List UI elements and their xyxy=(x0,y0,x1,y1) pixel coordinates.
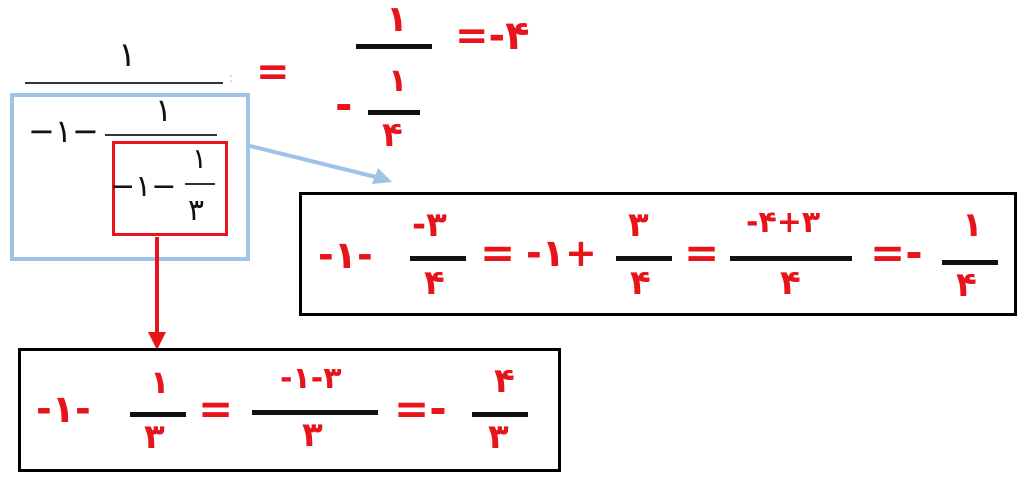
step2-f2-bar xyxy=(252,410,378,415)
step1-f2-bar xyxy=(616,256,672,261)
step1-f4-num: ١ xyxy=(962,205,983,245)
cf-innermost-fraction-bar xyxy=(185,183,215,185)
step2-f3-den: ٣ xyxy=(488,417,509,457)
step1-f4-den: ۴ xyxy=(956,265,977,305)
step1-box xyxy=(299,192,1017,316)
step2-f1-bar xyxy=(130,412,186,417)
step1-f1-num: -٣ xyxy=(412,205,447,245)
step1-f3-den: ۴ xyxy=(780,263,801,303)
cf-main-fraction-bar xyxy=(25,82,223,84)
step1-f3-num: -۴+٣ xyxy=(746,205,821,240)
result-sub-bar xyxy=(368,110,420,115)
step2-f2-num: -٣-١ xyxy=(280,361,342,396)
step2-eq2: =- xyxy=(394,384,447,433)
step1-f1-bar xyxy=(410,256,466,261)
step2-box xyxy=(18,348,561,472)
cf-inner-fraction-bar xyxy=(105,134,217,136)
result-numerator: ١ xyxy=(386,0,408,40)
step2-f1-num: ١ xyxy=(150,363,170,401)
cf-innermost-numerator: ١ xyxy=(192,142,208,175)
cf-top-numerator: ١ xyxy=(118,35,137,75)
step1-eq2: = xyxy=(684,228,720,277)
blue-arrow xyxy=(249,144,392,184)
step1-f1-den: ۴ xyxy=(424,263,445,303)
cf-innermost-denominator: ٣ xyxy=(188,193,205,228)
step1-f3-bar xyxy=(730,256,852,261)
step2-f2-den: ٣ xyxy=(302,415,323,455)
cf-inner-numerator: ١ xyxy=(155,91,173,129)
step1-f2-num: ٣ xyxy=(628,205,649,245)
step1-f4-bar xyxy=(942,260,998,265)
result-sub-denominator: ۴ xyxy=(382,115,403,155)
step1-eq3: =- xyxy=(870,228,923,277)
step1-eq1: = xyxy=(480,228,516,277)
cf-minus-one-b: −١− xyxy=(110,169,177,204)
step2-lead: -١- xyxy=(36,387,91,431)
red-highlight-box xyxy=(112,141,228,236)
step2-f3-num: ۴ xyxy=(494,361,515,401)
cf-minus-one-a: −١− xyxy=(28,112,99,150)
result-equals: = xyxy=(256,49,290,95)
result-main-bar xyxy=(356,44,432,49)
result-minus-sign: - xyxy=(335,80,353,129)
step2-f1-den: ٣ xyxy=(144,417,165,457)
red-arrow xyxy=(148,237,166,350)
step1-mid: -١+ xyxy=(526,231,597,275)
cf-small-colon: : xyxy=(229,71,234,85)
blue-highlight-box xyxy=(10,93,250,261)
step1-lead: -١- xyxy=(318,233,373,277)
step2-f3-bar xyxy=(472,412,528,417)
step1-f2-den: ۴ xyxy=(630,263,651,303)
result-final: =-۴ xyxy=(455,13,530,59)
step2-eq1: = xyxy=(198,384,234,433)
result-sub-numerator: ١ xyxy=(388,61,408,99)
